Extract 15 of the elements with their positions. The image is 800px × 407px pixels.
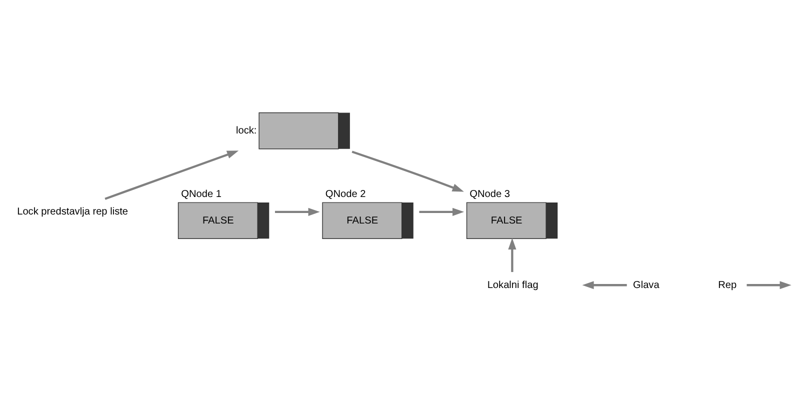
node-label: QNode 2: [325, 188, 366, 200]
node-text: Lokalni flag: [487, 279, 538, 290]
arrow: [352, 150, 464, 192]
arrow: [508, 237, 516, 272]
arrow: [582, 280, 627, 289]
node-text: Glava: [632, 279, 660, 290]
arrow: [104, 150, 239, 200]
node-text: Rep: [718, 279, 737, 290]
arrow: [419, 207, 464, 216]
node-label: lock:: [236, 124, 257, 136]
node-label: QNode 1: [181, 188, 222, 200]
arrow: [746, 280, 792, 289]
arrow: [275, 207, 320, 216]
node-label: QNode 3: [470, 188, 510, 200]
node-text: Lock predstavlja rep liste: [17, 206, 128, 218]
